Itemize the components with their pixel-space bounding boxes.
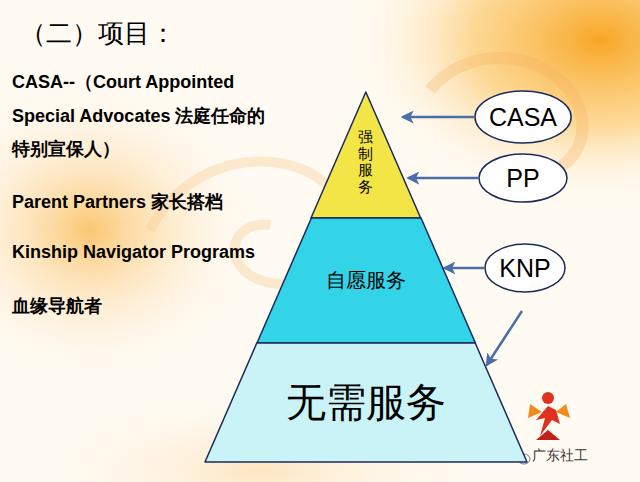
ellipse-outline	[479, 154, 567, 202]
program-text: Special Advocates 法庭任命的	[12, 104, 265, 128]
watermark: 广东社工	[532, 447, 588, 465]
program-text: Parent Partners 家长搭档	[12, 190, 223, 214]
orange-glow	[0, 70, 270, 390]
program-ellipse: PP	[478, 153, 568, 203]
text-group: CASA	[489, 103, 557, 132]
arrow-connector	[408, 177, 478, 180]
program-name: PP	[506, 164, 539, 193]
text-group: PP	[506, 164, 539, 193]
band-label: 自愿服务	[326, 267, 406, 294]
band-outline	[257, 218, 475, 343]
program-name: KNP	[499, 254, 550, 283]
band-outline	[205, 343, 527, 462]
text-group: 无需服务	[286, 375, 446, 430]
arrow-connector	[403, 116, 474, 119]
program-ellipse: KNP	[484, 243, 566, 293]
band-label: 无需服务	[286, 375, 446, 430]
pyramid-band: 自愿服务	[257, 218, 475, 343]
program-ellipse: CASA	[474, 90, 572, 144]
program-text: Kinship Navigator Programs	[12, 242, 255, 263]
pyramid-band: 强制服务	[311, 92, 421, 218]
arrow-connector	[445, 267, 484, 270]
ellipse-outline	[475, 91, 571, 143]
text-group: KNP	[499, 254, 550, 283]
slide-title: （二）项目：	[20, 16, 176, 51]
band-label: 强制服务	[358, 129, 373, 195]
ellipse-outline	[485, 244, 565, 292]
logo	[528, 392, 570, 440]
program-text: CASA--（Court Appointed	[12, 70, 234, 94]
text-group: 强制服务	[358, 129, 373, 195]
text-group: 自愿服务	[326, 267, 406, 294]
program-name: CASA	[489, 103, 557, 132]
program-text: 特别宣保人）	[12, 137, 120, 161]
band-outline	[311, 92, 421, 218]
arrow-connector	[487, 311, 522, 365]
program-text: 血缘导航者	[12, 294, 102, 318]
pyramid-band: 无需服务	[205, 343, 527, 462]
